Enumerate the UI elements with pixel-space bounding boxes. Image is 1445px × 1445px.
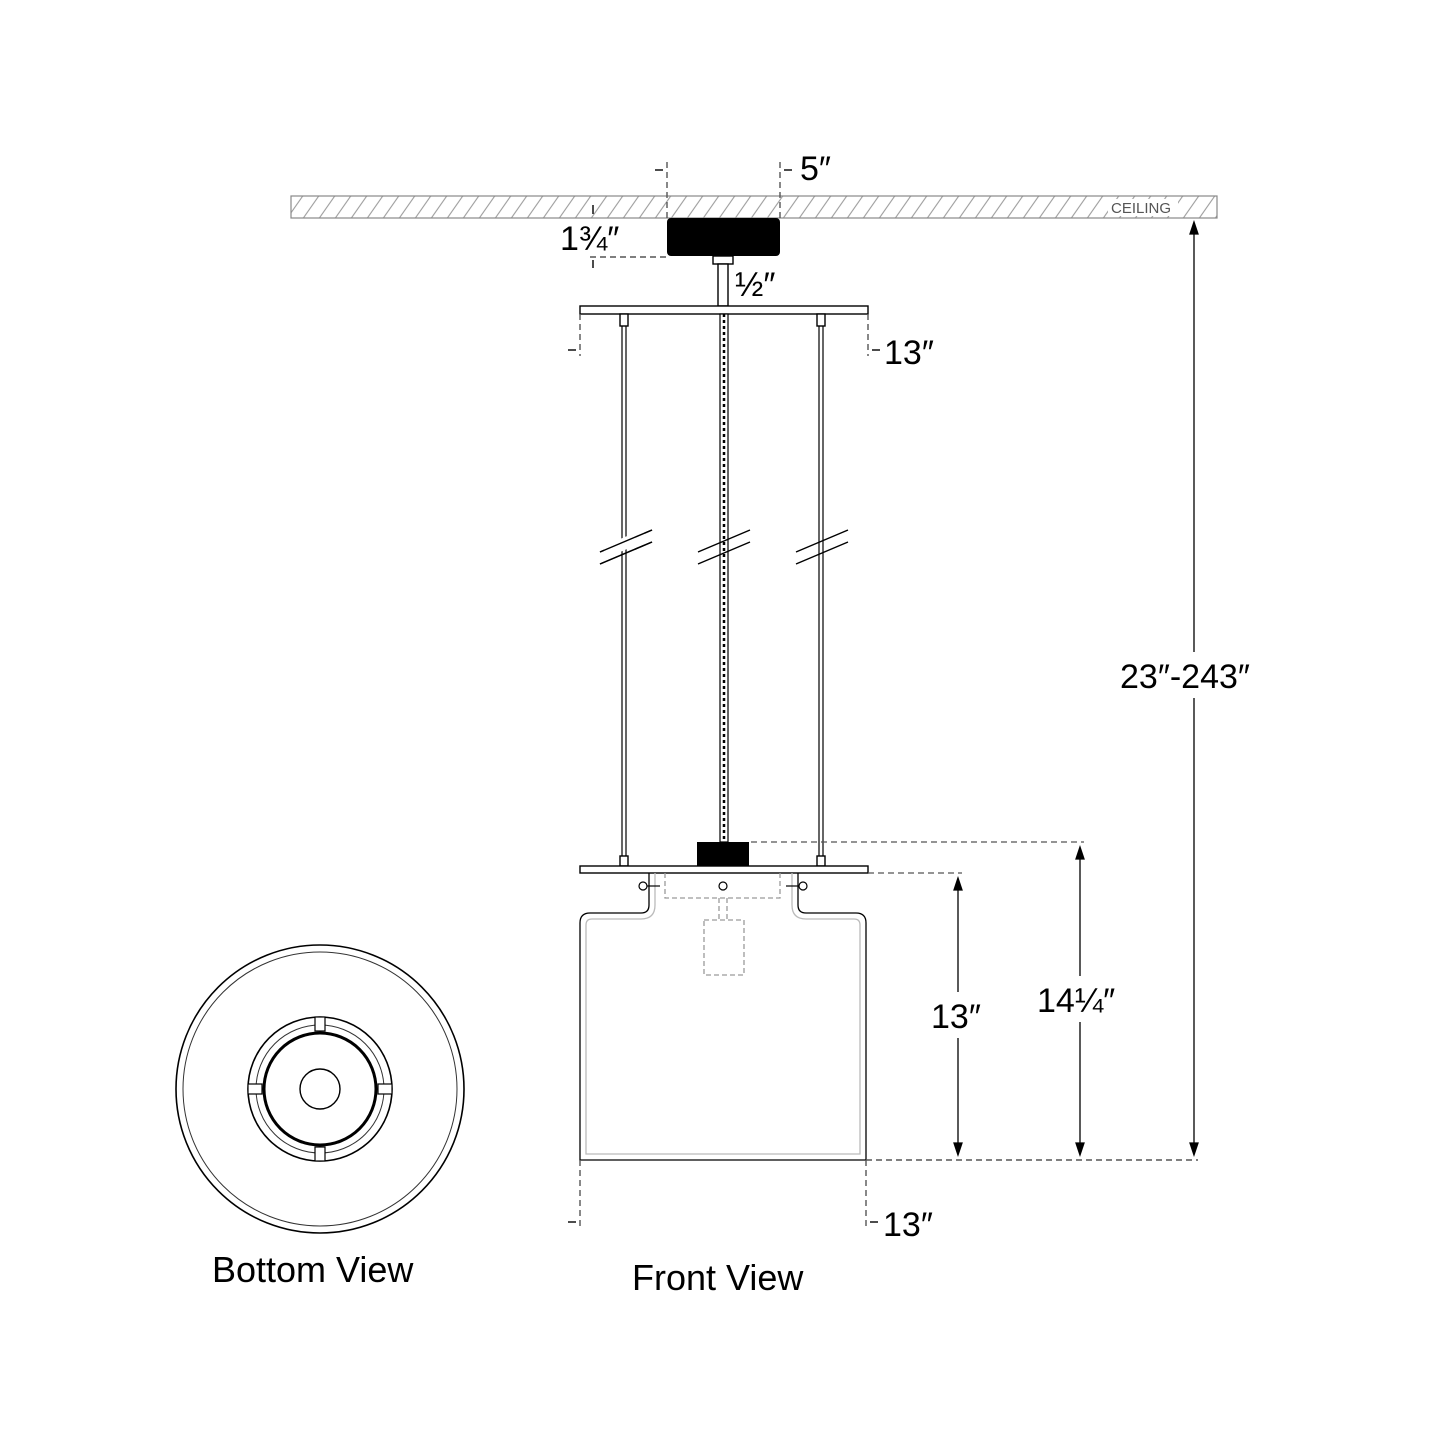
front-view-label: Front View: [632, 1257, 804, 1298]
canopy-width-label: 5″: [800, 150, 831, 188]
top-plate-width-label: 13″: [884, 334, 934, 372]
bottom-view-label: Bottom View: [212, 1249, 414, 1290]
power-cord: [719, 313, 729, 843]
ceiling-label: CEILING: [1111, 200, 1171, 217]
hidden-socket: [664, 873, 781, 976]
overall-height-label: 23″-243″: [1120, 658, 1250, 696]
canopy-height-label: 1¾″: [560, 220, 619, 258]
canopy-height-dimension: [590, 205, 667, 268]
length-break-marks: [599, 529, 849, 565]
fixture-height-dimension: [751, 841, 1138, 1158]
bottom-plate: [579, 855, 869, 874]
overall-height-dimension: [1118, 219, 1278, 1158]
canopy-width-dimension: [655, 162, 792, 218]
shade-height-label: 13″: [931, 998, 981, 1036]
ceiling: CEILING: [290, 195, 1218, 219]
stem: [712, 255, 734, 307]
suspension-cables: [621, 326, 824, 858]
fixture-height-label: 14¼″: [1037, 982, 1115, 1020]
shade-width-dimension: [568, 1160, 878, 1226]
shade-width-label: 13″: [883, 1206, 933, 1244]
shade-clips: [638, 881, 808, 891]
canopy: [667, 218, 780, 256]
socket-cap: [697, 842, 749, 866]
shade: [579, 873, 867, 1161]
stem-width-label: ½″: [735, 266, 775, 304]
bottom-view-drawing: [175, 944, 465, 1234]
top-plate-width-dimension: [568, 314, 880, 356]
shade-height-dimension: [868, 872, 992, 1158]
